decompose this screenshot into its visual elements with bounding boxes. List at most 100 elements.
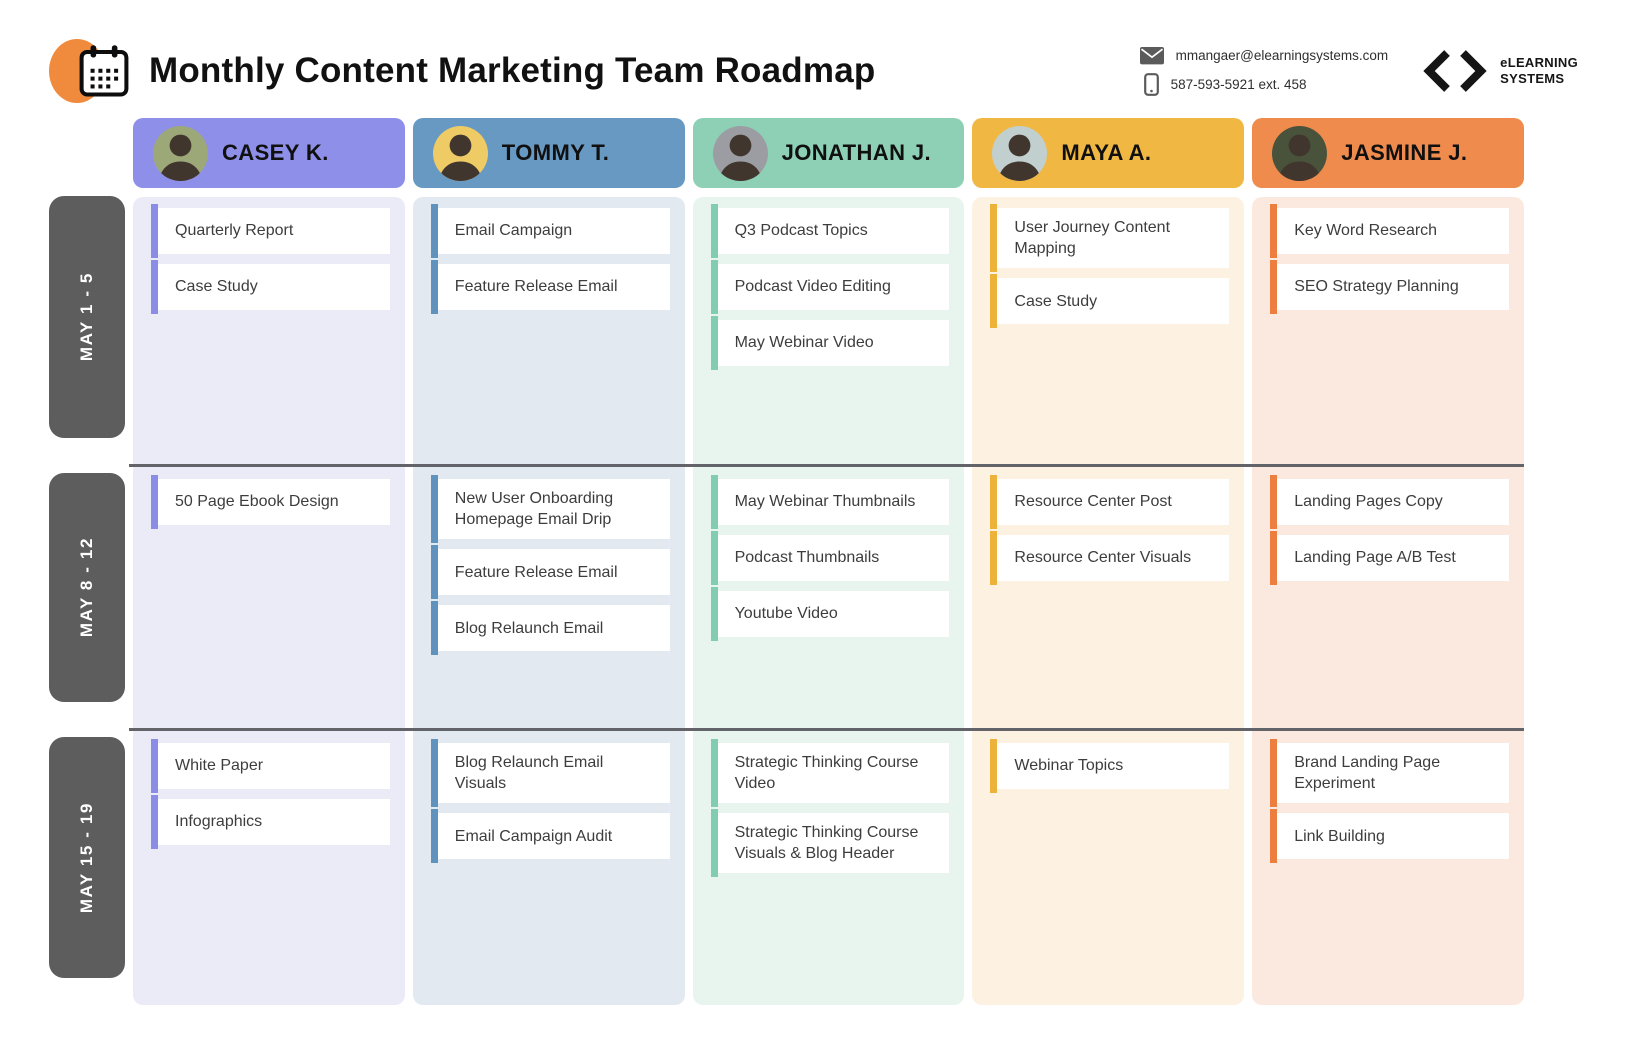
task-card-text: May Webinar Thumbnails — [734, 493, 916, 511]
column-name: JONATHAN J. — [781, 140, 932, 165]
row-divider-line — [129, 464, 1524, 467]
column-name: MAYA A. — [1061, 140, 1152, 165]
task-card-text: Resource Center Post — [1014, 493, 1172, 511]
task-card-text: May Webinar Video — [734, 334, 874, 352]
calendar-icon — [49, 37, 131, 105]
task-card: Brand Landing Page Experiment — [1270, 738, 1509, 808]
task-card: New User Onboarding Homepage Email Drip — [430, 474, 670, 544]
task-card-text: Email Campaign — [454, 222, 573, 240]
column-name: TOMMY T. — [501, 140, 610, 165]
column-panel-jasmine-j — [1252, 197, 1524, 1005]
task-card: Youtube Video — [710, 587, 950, 641]
task-card-text: Q3 Podcast Topics — [734, 222, 868, 240]
email-text: mmangaer@elearningsystems.com — [1175, 48, 1389, 63]
task-card-text: Resource Center Visuals — [1014, 549, 1192, 567]
task-card-text: Feature Release Email — [454, 278, 618, 296]
avatar-jonathan-j — [712, 125, 768, 181]
phone-row: 587-593-5921 ext. 458 — [1140, 72, 1389, 96]
task-card: Landing Page A/B Test — [1270, 531, 1509, 585]
task-card: Blog Relaunch Email — [430, 601, 670, 656]
task-card-text: Feature Release Email — [454, 563, 618, 581]
task-card: May Webinar Thumbnails — [710, 475, 950, 529]
row-label-may-8-12: MAY 8 - 12 — [49, 473, 125, 702]
task-card: User Journey Content Mapping — [990, 203, 1230, 273]
task-card-text: Podcast Thumbnails — [734, 549, 880, 567]
task-card-text: Quarterly Report — [175, 222, 294, 240]
avatar-casey-k — [153, 125, 208, 181]
cell-may-8-12-casey-k: 50 Page Ebook Design — [133, 465, 405, 729]
row-label-may-1-5: MAY 1 - 5 — [49, 196, 125, 438]
column-panel-casey-k — [133, 197, 405, 1005]
task-card-text: White Paper — [175, 757, 264, 775]
task-card-text: SEO Strategy Planning — [1294, 278, 1459, 296]
task-card: Resource Center Post — [990, 475, 1230, 529]
task-card-text: Infographics — [175, 813, 263, 831]
column-panel-maya-a — [972, 197, 1245, 1005]
phone-icon — [1143, 72, 1159, 96]
task-card: Resource Center Visuals — [990, 531, 1230, 585]
task-card-text: Youtube Video — [734, 605, 838, 623]
task-card: White Paper — [151, 739, 390, 793]
avatar-maya-a — [992, 125, 1048, 181]
task-card: SEO Strategy Planning — [1270, 260, 1509, 314]
roadmap-board: CASEY K. TOMMY T. JONATHAN J. MAYA A. JASMIN… — [49, 118, 1524, 1005]
envelope-icon — [1139, 46, 1164, 64]
task-card: Feature Release Email — [430, 260, 670, 314]
task-card-text: Case Study — [1014, 292, 1098, 310]
task-card-text: Case Study — [175, 278, 258, 296]
task-card: Blog Relaunch Email Visuals — [430, 738, 670, 808]
avatar-tommy-t — [432, 125, 488, 181]
column-name: CASEY K. — [222, 140, 329, 165]
task-card-text: Link Building — [1294, 827, 1385, 845]
row-label-text: MAY 8 - 12 — [77, 537, 96, 638]
column-panel-tommy-t — [412, 197, 685, 1005]
page-title: Monthly Content Marketing Team Roadmap — [149, 51, 876, 90]
title-block: Monthly Content Marketing Team Roadmap — [49, 37, 875, 105]
logo-text: eLEARNING SYSTEMS — [1500, 55, 1578, 88]
task-card-text: Blog Relaunch Email — [454, 619, 604, 637]
task-card-text: Brand Landing Page Experiment — [1294, 754, 1441, 793]
task-card-text: Landing Pages Copy — [1294, 493, 1443, 511]
task-card: Strategic Thinking Course Visuals & Blog… — [710, 809, 950, 878]
logo-line1: eLEARNING — [1500, 54, 1578, 70]
task-card: Podcast Thumbnails — [710, 531, 950, 585]
row-label-text: MAY 15 - 19 — [77, 801, 96, 914]
task-card: Strategic Thinking Course Video — [710, 738, 950, 808]
task-card-text: User Journey Content Mapping — [1014, 219, 1171, 258]
row-divider-line — [129, 728, 1524, 731]
calendar-glyph — [79, 45, 129, 97]
phone-text: 587-593-5921 ext. 458 — [1170, 76, 1307, 92]
task-card-text: Blog Relaunch Email Visuals — [454, 754, 604, 793]
page-header: Monthly Content Marketing Team Roadmap m… — [0, 0, 1632, 110]
chevrons-icon — [1423, 50, 1487, 92]
row-label-text: MAY 1 - 5 — [77, 272, 96, 362]
task-card-text: Email Campaign Audit — [454, 827, 613, 845]
task-card-text: Strategic Thinking Course Visuals & Blog… — [734, 824, 919, 863]
column-header-maya-a: MAYA A. — [972, 118, 1245, 188]
logo-line2: SYSTEMS — [1500, 71, 1565, 86]
task-card: Webinar Topics — [990, 739, 1230, 793]
task-card: Quarterly Report — [151, 204, 390, 258]
column-header-jonathan-j: JONATHAN J. — [692, 118, 965, 188]
task-card: Podcast Video Editing — [710, 260, 950, 314]
task-card: Case Study — [990, 274, 1230, 329]
task-card: Landing Pages Copy — [1270, 475, 1509, 529]
task-card: Infographics — [151, 795, 390, 849]
task-card-text: Podcast Video Editing — [734, 278, 891, 296]
task-card: Link Building — [1270, 809, 1509, 864]
task-card: May Webinar Video — [710, 316, 950, 370]
task-card: 50 Page Ebook Design — [151, 475, 390, 529]
column-header-jasmine-j: JASMINE J. — [1252, 118, 1524, 188]
